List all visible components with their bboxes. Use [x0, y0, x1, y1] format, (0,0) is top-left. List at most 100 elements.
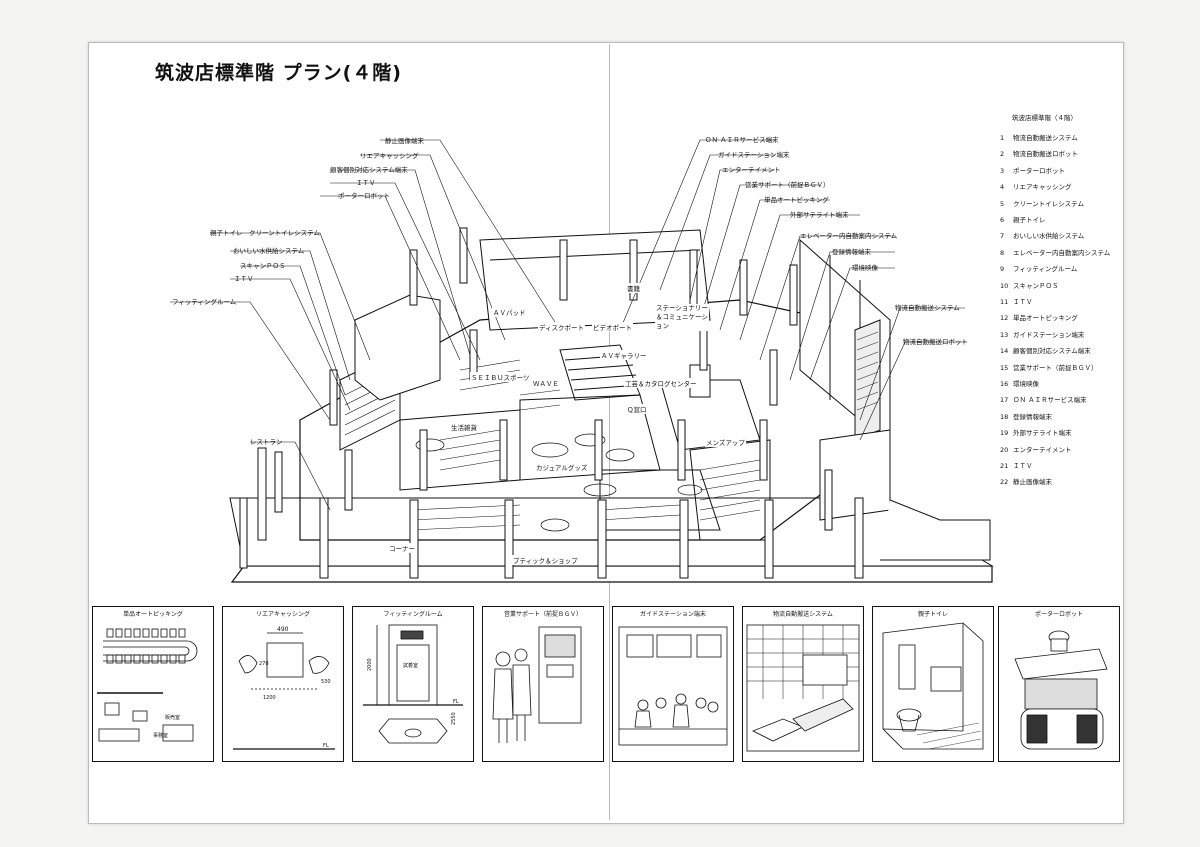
label-video-port: ビデオポート [592, 322, 633, 332]
legend-item-label: 外部サテライト端末 [1013, 429, 1072, 438]
panel-title: 単品オートピッキング [123, 611, 183, 618]
legend-item: 20 エンターテイメント [1000, 444, 1072, 454]
panel-parent-child-toilet: 親子トイレ [872, 606, 994, 762]
svg-text:530: 530 [321, 679, 331, 685]
callout-right-7: エレベーター内自動案内システム [800, 232, 898, 240]
svg-text:490: 490 [277, 626, 289, 633]
callout-left-3: 顧客個別対応システム端末 [330, 166, 408, 174]
callout-left-9: ＩＴＶ [234, 275, 254, 283]
legend-item-label: クリーントイレシステム [1013, 199, 1084, 208]
legend-item-label: エレベーター内自動案内システム [1013, 248, 1111, 257]
svg-text:1200: 1200 [263, 695, 276, 701]
callout-left-1: 静止画像端末 [385, 137, 424, 145]
legend-item-number: 22 [1000, 478, 1009, 487]
base-slab [230, 565, 993, 583]
legend-item-number: 17 [1000, 396, 1009, 405]
callout-left-7: おいしい水供給システム [233, 247, 305, 255]
legend-item-label: 物流自動搬送システム [1013, 134, 1078, 142]
label-life-goods: 生活雑貨 [450, 422, 478, 432]
legend-item-label: ＩＴＶ [1013, 298, 1033, 306]
legend-item-number: 18 [1000, 412, 1009, 421]
svg-text:FL: FL [323, 743, 329, 749]
legend-item-label: 物流自動搬送ロボット [1013, 150, 1078, 159]
legend-item-number: 7 [1000, 232, 1005, 241]
legend-item-label: 親子トイレ [1013, 216, 1046, 224]
label-books: 書籍 [626, 283, 641, 293]
svg-text:2550: 2550 [451, 712, 457, 725]
svg-text:2000: 2000 [367, 658, 373, 671]
legend-item-label: 単品オートピッキング [1013, 314, 1078, 323]
legend-item: 6 親子トイレ [1000, 214, 1046, 224]
label-craft-catalog: 工芸＆カタログセンター [624, 378, 698, 388]
legend-title: 筑波店標準階（４階） [1012, 114, 1077, 122]
callout-left-11: レストラン [250, 438, 283, 446]
svg-text:FL: FL [453, 699, 459, 705]
label-wave: ＷＡＶＥ [532, 378, 560, 388]
legend-item-number: 6 [1000, 216, 1005, 224]
legend-item: 21 ＩＴＶ [1000, 460, 1033, 470]
legend-item-label: 顧客個別対応システム端末 [1013, 347, 1091, 356]
legend-item-label: ＩＴＶ [1013, 462, 1033, 470]
fold-line [609, 44, 610, 820]
callout-right-3: エンターテイメント [722, 166, 781, 174]
svg-text:試着室: 試着室 [403, 662, 418, 669]
label-stationery: ステーショナリー＆コミュニケーション [655, 304, 709, 331]
legend-item-label: おいしい水供給システム [1013, 232, 1085, 241]
panel-guide-station: ガイドステーション端末 [612, 606, 734, 762]
label-casual-goods: カジュアルグッズ [535, 462, 589, 472]
label-q-counter: Ｑ窓口 [626, 404, 648, 414]
panel-title: 親子トイレ [917, 611, 948, 618]
legend-item-number: 9 [1000, 265, 1005, 274]
label-av-pad: ＡＶパッド [492, 307, 527, 317]
panel-fitting-room: フィッティングルーム 試着室 2000 2550 FL [352, 606, 474, 762]
legend-item-number: 21 [1000, 462, 1009, 470]
callout-right-2: ガイドステーション端末 [718, 151, 790, 159]
back-wall [479, 229, 711, 331]
legend-item-number: 3 [1000, 166, 1005, 175]
legend-item: 2 物流自動搬送ロボット [1000, 148, 1078, 158]
callout-left-5: ポーターロボット [338, 192, 390, 200]
panel-title: リエアキャッシング [255, 611, 310, 618]
callout-right-10: 物流自動搬送システム [895, 304, 960, 312]
legend-item-number: 20 [1000, 445, 1009, 454]
legend-item: 7 おいしい水供給システム [1000, 230, 1084, 240]
panel-logistics-system: 物流自動搬送システム [742, 606, 864, 762]
svg-text:事務室: 事務室 [153, 732, 168, 739]
legend-item-label: 環境映像 [1013, 380, 1039, 388]
panel-title: 営業サポート（前捉ＢＧＶ） [503, 611, 582, 618]
legend-item-number: 13 [1000, 330, 1009, 339]
label-seibu-sports: ＳＥＩＢＵスポーツ [470, 372, 531, 382]
panel-auto-picking: 単品オートピッキング 事務室 販売室 [92, 606, 214, 762]
legend-item-label: エンターテイメント [1013, 445, 1072, 454]
callout-left-10: フィッティングルーム [172, 298, 237, 306]
panel-title: 物流自動搬送システム [773, 611, 833, 618]
legend-item-number: 2 [1000, 150, 1005, 159]
label-boutique: ブティック＆ショップ [512, 555, 579, 565]
callout-left-2: リエアキャッシング [360, 152, 419, 160]
legend-item-label: フィッティングルーム [1013, 265, 1078, 274]
callout-left-6: 親子トイレ クリーントイレシステム [210, 229, 320, 237]
legend-item-number: 4 [1000, 183, 1005, 192]
callout-right-11: 物流自動搬送ロボット [903, 338, 968, 346]
legend-item: 9 フィッティングルーム [1000, 263, 1077, 273]
panel-sales-support-bgv: 営業サポート（前捉ＢＧＶ） [482, 606, 604, 762]
callout-right-9: 環境映像 [852, 264, 878, 272]
panel-title: ポーターロボット [1034, 611, 1083, 618]
panel-porter-robot: ポーターロボット [998, 606, 1120, 762]
label-disk-port: ディスクポート [538, 322, 586, 332]
panel-refresh-caching: リエアキャッシング 490 270 1200 530 FL [222, 606, 344, 762]
